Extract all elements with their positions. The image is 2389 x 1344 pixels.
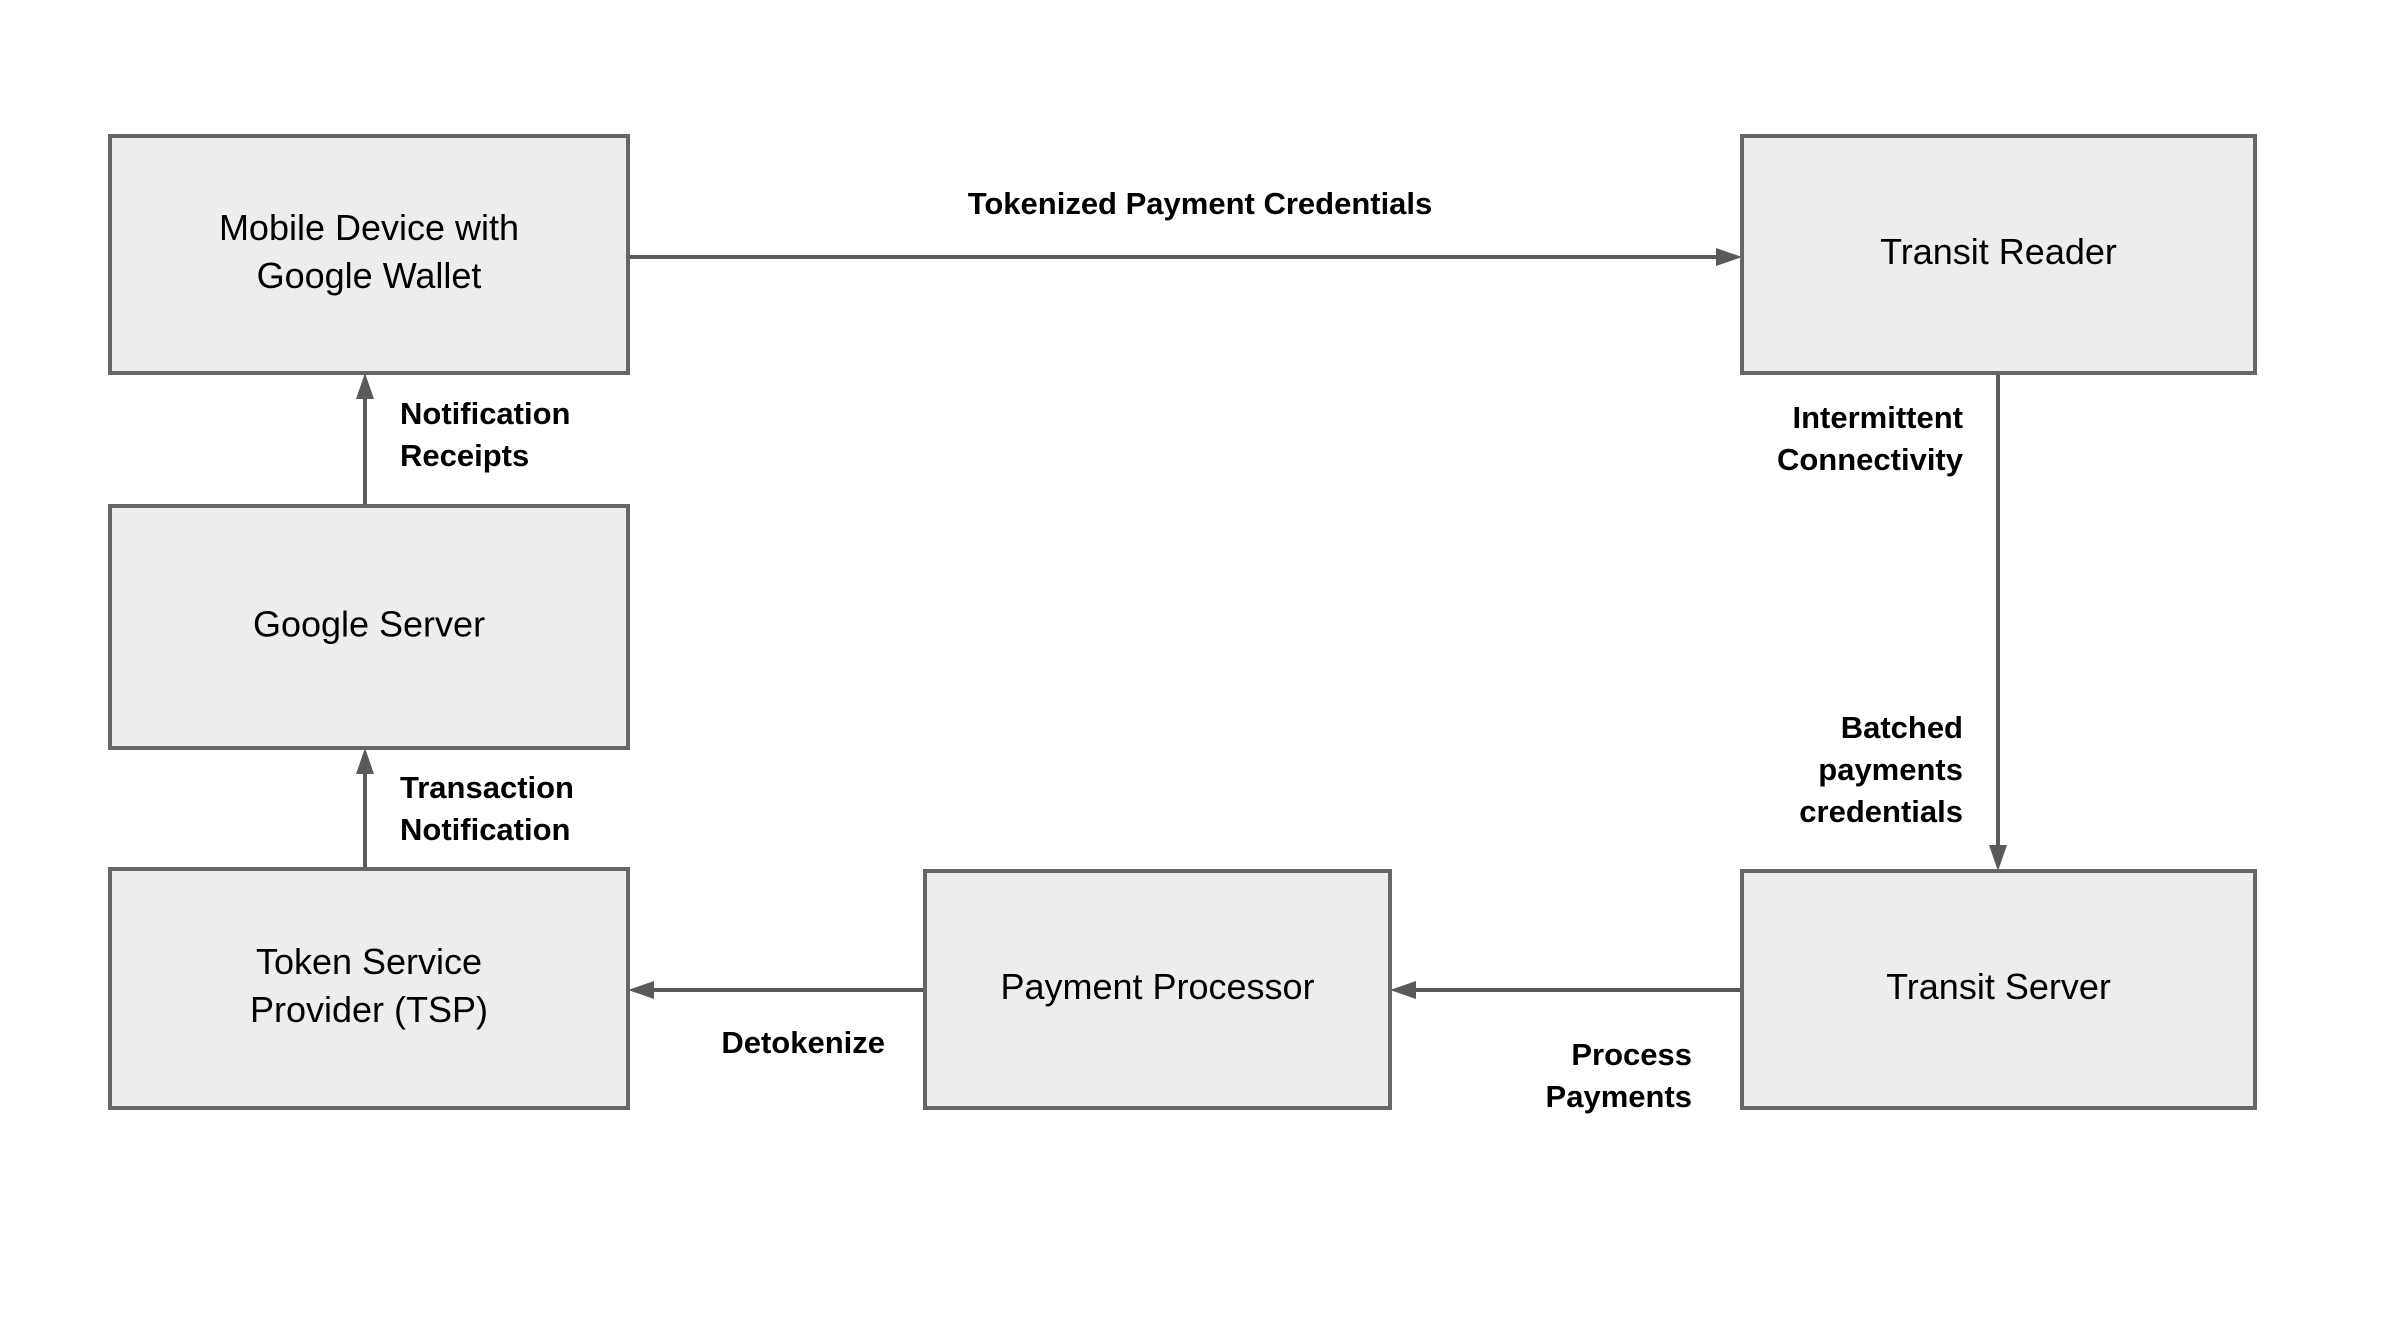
- edge-process-payments: [1390, 981, 1742, 999]
- node-box-token-service-provider[interactable]: [108, 867, 630, 1110]
- edge-label-text-notification-receipts: Notification: [400, 396, 571, 431]
- edge-label-text-batched-payments-credentials: Batched: [1841, 710, 1963, 745]
- arrowhead-icon: [628, 981, 654, 999]
- edge-label-text-batched-payments-credentials: payments: [1818, 752, 1963, 787]
- node-label-mobile-device: Google Wallet: [257, 255, 482, 296]
- node-transit-reader[interactable]: Transit Reader: [1740, 134, 2257, 375]
- node-label-transit-server: Transit Server: [1886, 966, 2111, 1007]
- edge-label-text-intermittent-connectivity: Connectivity: [1777, 442, 1964, 477]
- arrowhead-icon: [1390, 981, 1416, 999]
- edge-label-text-batched-payments-credentials: credentials: [1799, 794, 1963, 829]
- edges-layer: [356, 248, 2007, 999]
- edge-label-text-transaction-notification: Transaction: [400, 770, 574, 805]
- node-payment-processor[interactable]: Payment Processor: [923, 869, 1392, 1110]
- edge-transaction-notification: [356, 748, 374, 869]
- edge-label-batched-payments-credentials: Batched payments credentials: [1799, 710, 1963, 829]
- node-google-server[interactable]: Google Server: [108, 504, 630, 750]
- edge-label-text-intermittent-connectivity: Intermittent: [1793, 400, 1964, 435]
- arrowhead-icon: [1716, 248, 1742, 266]
- edge-labels-layer: Tokenized Payment CredentialsIntermitten…: [400, 186, 1964, 1114]
- node-label-token-service-provider: Token Service: [256, 941, 482, 982]
- edge-label-tokenized-payment-credentials: Tokenized Payment Credentials: [968, 186, 1433, 221]
- node-label-mobile-device: Mobile Device with: [219, 207, 519, 248]
- node-label-token-service-provider: Provider (TSP): [250, 989, 488, 1030]
- node-box-transit-reader[interactable]: [1740, 134, 2257, 375]
- edge-label-text-transaction-notification: Notification: [400, 812, 571, 847]
- edge-notification-receipts: [356, 373, 374, 506]
- edge-label-text-notification-receipts: Receipts: [400, 438, 529, 473]
- node-box-transit-server[interactable]: [1740, 869, 2257, 1110]
- node-transit-server[interactable]: Transit Server: [1740, 869, 2257, 1110]
- arrowhead-icon: [1989, 845, 2007, 871]
- edge-label-text-process-payments: Payments: [1546, 1079, 1692, 1114]
- edge-detokenize: [628, 981, 925, 999]
- arrowhead-icon: [356, 748, 374, 774]
- edge-label-detokenize: Detokenize: [721, 1025, 885, 1060]
- node-label-transit-reader: Transit Reader: [1880, 231, 2117, 272]
- arrowhead-icon: [356, 373, 374, 399]
- node-label-payment-processor: Payment Processor: [1000, 966, 1314, 1007]
- edge-label-text-process-payments: Process: [1571, 1037, 1692, 1072]
- edge-tokenized-payment-credentials: [628, 248, 1742, 266]
- node-box-mobile-device[interactable]: [108, 134, 630, 375]
- node-box-google-server[interactable]: [108, 504, 630, 750]
- node-box-payment-processor[interactable]: [923, 869, 1392, 1110]
- edge-label-text-tokenized-payment-credentials: Tokenized Payment Credentials: [968, 186, 1433, 221]
- node-label-google-server: Google Server: [253, 604, 485, 645]
- edge-intermittent-connectivity: [1989, 373, 2007, 871]
- edge-label-text-detokenize: Detokenize: [721, 1025, 885, 1060]
